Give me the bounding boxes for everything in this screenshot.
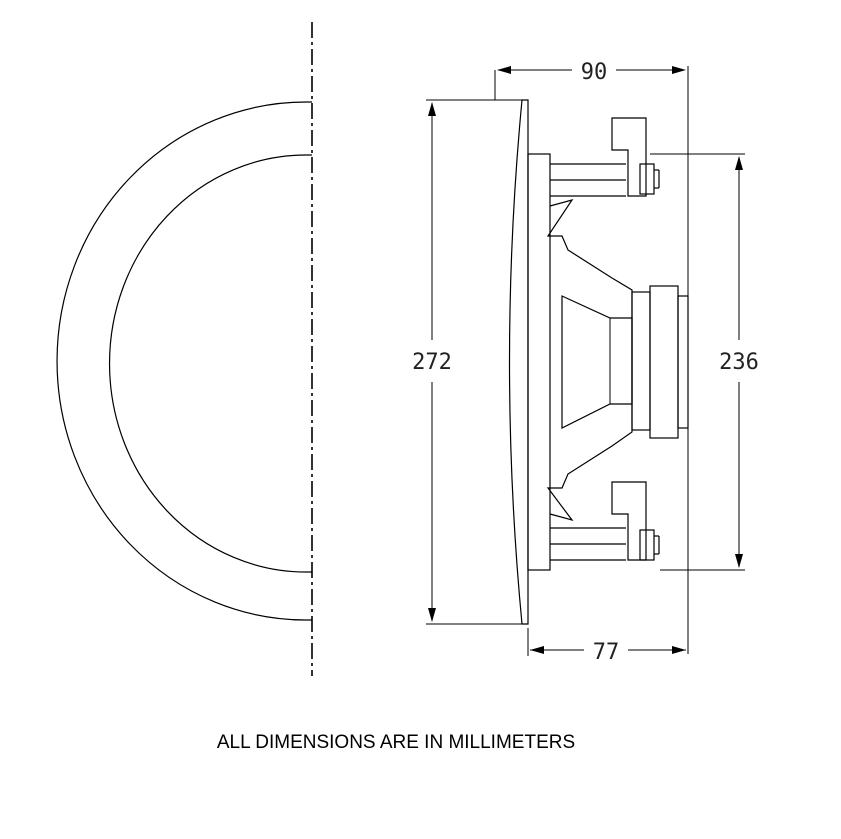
front-view — [56, 22, 313, 676]
dimension-lines — [426, 66, 745, 656]
magnet-back-plate — [649, 285, 679, 439]
cone — [561, 295, 633, 429]
top-mounting-clamp — [550, 117, 660, 197]
magnet — [631, 291, 651, 431]
basket-frame — [546, 198, 633, 522]
dimension-label-272: 272 — [412, 350, 452, 375]
bottom-mounting-clamp — [550, 481, 660, 561]
flange — [508, 99, 529, 625]
dimension-label-236: 236 — [719, 350, 759, 375]
side-view — [495, 99, 689, 625]
units-note: ALL DIMENSIONS ARE IN MILLIMETERS — [216, 732, 576, 753]
inner-opening-arc — [109, 154, 312, 573]
dimension-label-90: 90 — [581, 60, 608, 85]
baffle-plate — [527, 153, 551, 571]
dimension-label-77: 77 — [593, 640, 620, 665]
outer-flange-arc — [56, 101, 312, 621]
